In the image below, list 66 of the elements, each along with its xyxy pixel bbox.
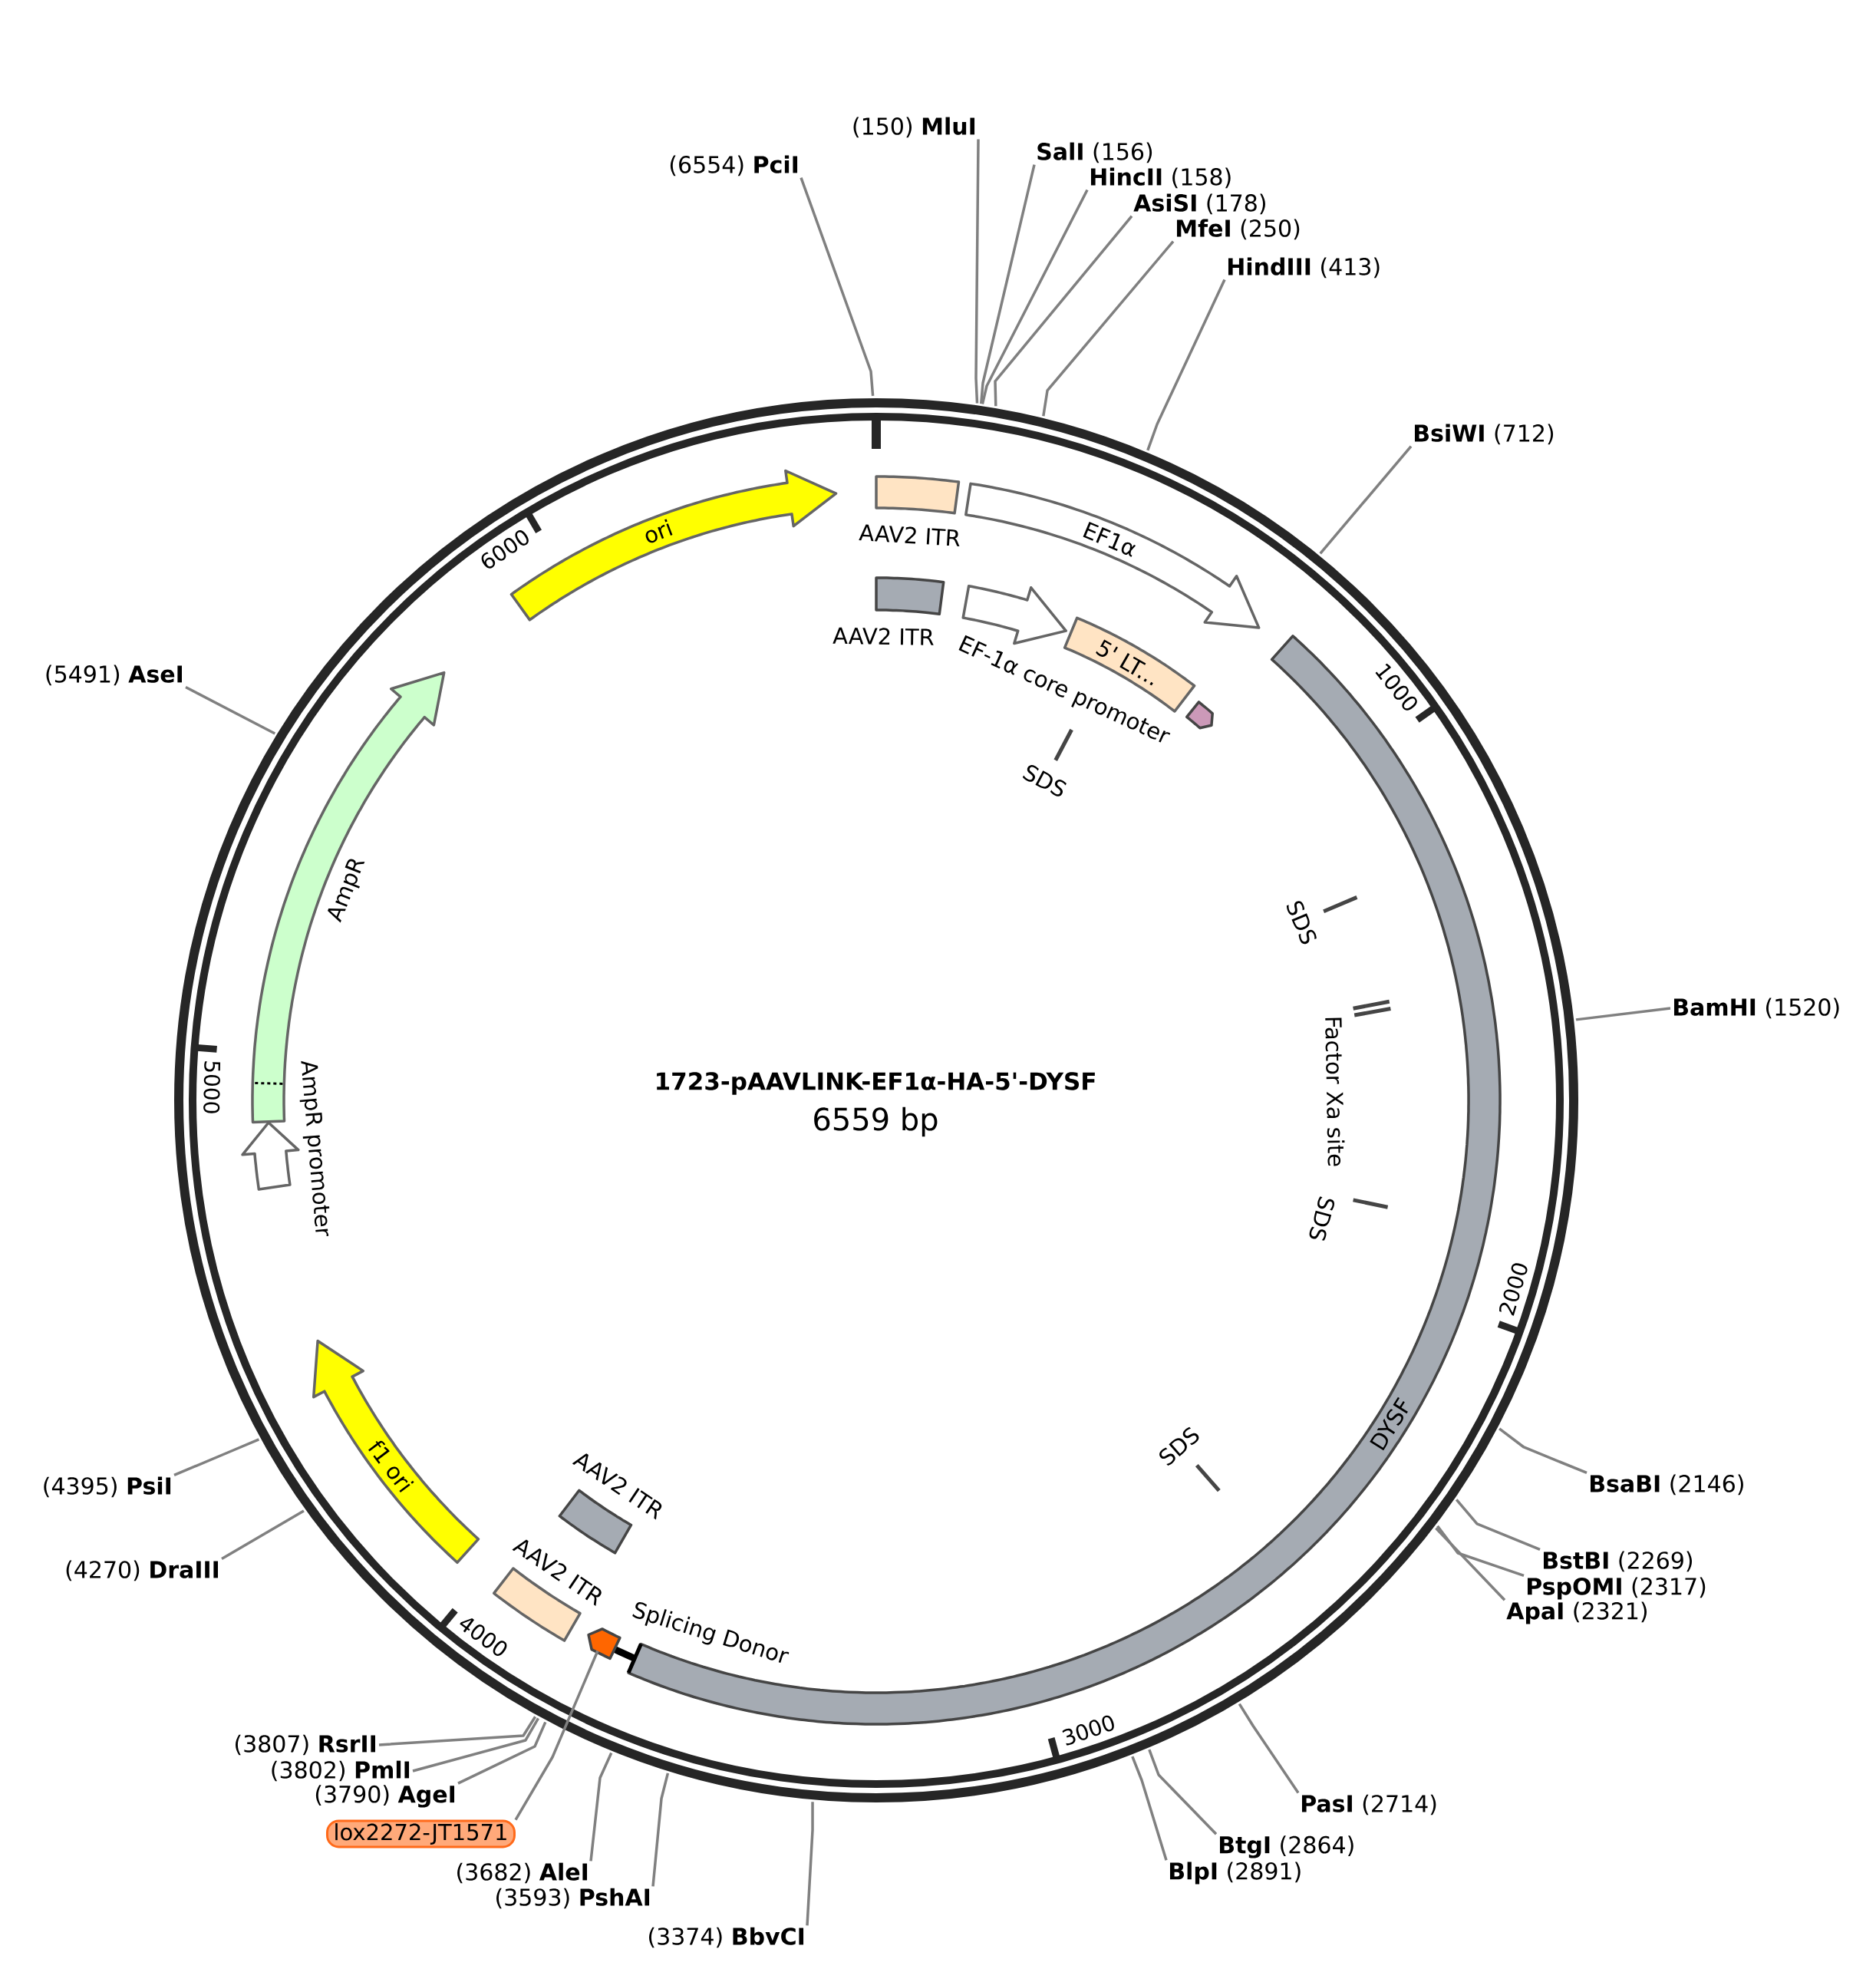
leader-line — [589, 1752, 613, 1862]
feature-label: SDS — [1022, 765, 1067, 796]
site-label: MfeI (250) — [1177, 219, 1300, 240]
feature-marker — [587, 1627, 621, 1660]
leader-line — [651, 1773, 670, 1887]
site-label: (4395) PsiI — [44, 1476, 171, 1498]
node-label: AAV2 ITR — [859, 524, 960, 546]
leader-line — [457, 1721, 547, 1785]
leader-line — [378, 1716, 537, 1746]
feature-band: AAV2 ITR — [859, 475, 961, 546]
leader-line — [221, 1509, 305, 1560]
title: 1723-pAAVLINK-EF1α-HA-5'-DYSF — [657, 1072, 1095, 1095]
site-label: HincII (158) — [1091, 167, 1231, 189]
leader-line — [974, 139, 980, 404]
leader-line — [1238, 1703, 1300, 1794]
leader-line — [1455, 1499, 1541, 1552]
site-label: PasI (2714) — [1302, 1794, 1436, 1815]
leader-line — [1319, 445, 1413, 555]
site-label: (3682) AleI — [457, 1862, 588, 1884]
leader-line — [1575, 1007, 1671, 1021]
label-tag: lox2272-JT1571 — [326, 1819, 516, 1848]
feature-label: Factor Xa site — [1325, 1017, 1345, 1166]
leader-line — [185, 686, 276, 735]
site-label: BsaBI (2146) — [1591, 1474, 1743, 1496]
leader-line — [800, 176, 875, 397]
site-label: (3593) PshAI — [496, 1888, 650, 1909]
leader-line — [1042, 240, 1175, 417]
leader-line — [979, 164, 1036, 404]
site-label: SalI (156) — [1037, 142, 1152, 163]
site-label: (3790) AgeI — [315, 1785, 455, 1808]
leader-line — [1436, 1525, 1525, 1577]
site-label: HindIII (413) — [1228, 257, 1380, 279]
site-label: (4270) DraIII — [66, 1560, 218, 1581]
site-label: (5491) AseI — [46, 665, 182, 686]
length-label: 6559 bp — [814, 1106, 938, 1137]
feature-band: EF1α — [964, 482, 1261, 629]
feature-label: SDS — [1286, 901, 1317, 945]
leader-line — [173, 1438, 260, 1477]
feature-label: SDS — [1309, 1196, 1335, 1241]
site-label: (3807) RsrII — [236, 1734, 375, 1756]
tick-label: 5000 — [203, 1061, 221, 1113]
feature-marker — [1185, 701, 1214, 730]
leader-line — [1146, 279, 1226, 451]
leader-line — [1435, 1527, 1506, 1601]
site-label: (150) MluI — [853, 117, 975, 138]
leader-line — [994, 215, 1133, 407]
site-label: AsiSI (178) — [1133, 193, 1265, 215]
leader-line — [514, 1650, 599, 1821]
leader-line — [1131, 1756, 1168, 1861]
site-label: ApaI (2321) — [1506, 1601, 1647, 1624]
site-label: (6554) PciI — [670, 155, 798, 176]
feature-band: f1 ori — [312, 1339, 480, 1565]
site-label: BamHI (1520) — [1674, 998, 1839, 1019]
site-label: BlpI (2891) — [1170, 1862, 1301, 1885]
site-label: PspOMI (2317) — [1528, 1577, 1706, 1600]
leader-line — [412, 1717, 540, 1773]
leader-line — [981, 189, 1089, 404]
site-label: BstBI (2269) — [1544, 1551, 1692, 1572]
leader-line — [1148, 1749, 1218, 1835]
leader-line — [806, 1802, 814, 1926]
site-label: (3802) PmlI — [272, 1760, 410, 1782]
site-label: (3374) BbvCI — [649, 1927, 804, 1948]
tick-label: 2000 — [1499, 1263, 1528, 1316]
site-label: BtgI (2864) — [1220, 1835, 1353, 1858]
site-label: BsiWI (712) — [1415, 424, 1554, 445]
leader-line — [1498, 1427, 1588, 1475]
